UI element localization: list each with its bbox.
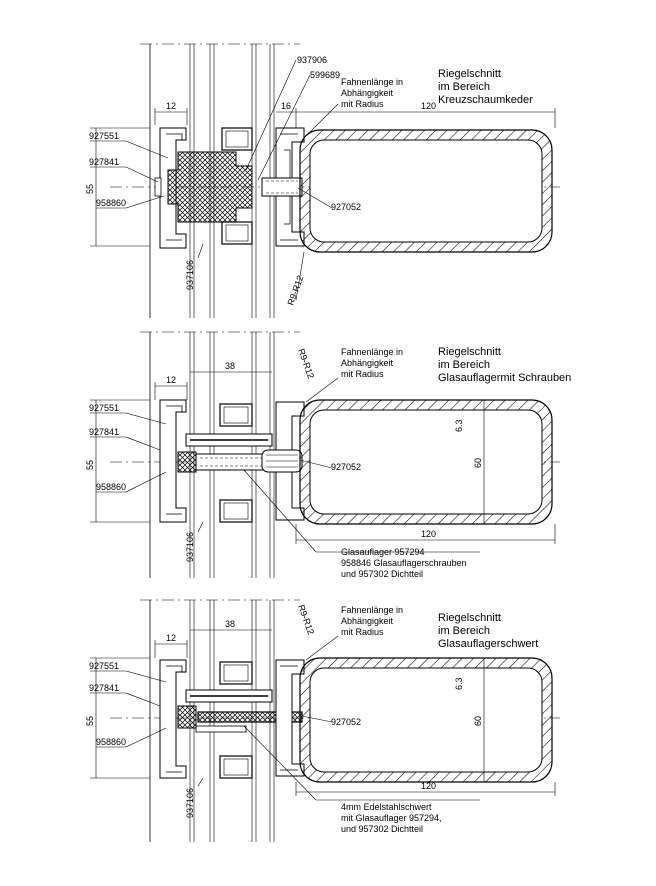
transom-profile <box>299 129 553 253</box>
callout-line-2: 958846 Glasauflagerschrauben <box>341 558 467 568</box>
dim-label-vertical: 60 <box>473 716 483 726</box>
dimension-lines <box>90 371 556 544</box>
dim-label: 12 <box>166 375 176 385</box>
inner-gasket <box>261 401 305 521</box>
radius-label: R9-R12 <box>285 274 305 307</box>
radius-label: R9-R12 <box>296 347 316 380</box>
title-line-1: Riegelschnitt <box>438 346 501 358</box>
dim-label-vertical: 6.3 <box>454 419 464 432</box>
part-label: 958860 <box>96 198 126 208</box>
leader-lines <box>90 377 480 553</box>
note-line-3: mit Radius <box>341 99 384 109</box>
dim-label: 38 <box>225 361 235 371</box>
part-label: 927052 <box>331 462 361 472</box>
note-line-1: Fahnenlänge in <box>341 347 403 357</box>
part-label: 927841 <box>89 427 119 437</box>
leader-lines <box>90 635 480 801</box>
cross-foam-gasket <box>167 151 253 223</box>
glass-spacers <box>219 403 253 523</box>
title-line-3: Glasauflagermit Schrauben <box>438 372 571 384</box>
title-line-2: im Bereich <box>438 625 490 637</box>
pressure-plate <box>159 659 187 779</box>
dim-label-vertical: 55 <box>85 460 95 470</box>
dim-label: 120 <box>421 781 436 791</box>
part-label: 958860 <box>96 737 126 747</box>
part-label-vertical: 937106 <box>185 788 195 818</box>
title-line-2: im Bereich <box>438 81 490 93</box>
dim-label: 16 <box>281 101 291 111</box>
dim-label-vertical: 55 <box>85 716 95 726</box>
dim-label: 120 <box>421 529 436 539</box>
part-label: 937906 <box>297 55 327 65</box>
part-label: 927841 <box>89 157 119 167</box>
part-label: 927551 <box>89 403 119 413</box>
title-line-3: Kreuzschaumkeder <box>438 94 533 106</box>
gasket <box>177 451 197 473</box>
leader-lines <box>90 59 339 301</box>
title-line-2: im Bereich <box>438 359 490 371</box>
dim-label-vertical: 60 <box>473 458 483 468</box>
dim-label-vertical: 55 <box>85 184 95 194</box>
inner-gasket <box>275 659 305 777</box>
radius-label: R9-R12 <box>296 603 316 636</box>
glass-spacers <box>219 661 253 779</box>
title-line-1: Riegelschnitt <box>438 612 501 624</box>
note-line-1: Fahnenlänge in <box>341 77 403 87</box>
dim-label: 38 <box>225 619 235 629</box>
callout-line-2: mit Glasauflager 957294, <box>341 813 442 823</box>
part-label: 927052 <box>331 202 361 212</box>
callout-line-1: 4mm Edelstahlschwert <box>341 802 432 812</box>
note-line-2: Abhängigkeit <box>341 616 394 626</box>
callout-line-1: Glasauflager 957294 <box>341 547 425 557</box>
gasket <box>177 705 197 729</box>
callout-line-3: und 957302 Dichtteil <box>341 824 423 834</box>
part-label: 927841 <box>89 683 119 693</box>
note-line-1: Fahnenlänge in <box>341 605 403 615</box>
part-label: 927551 <box>89 661 119 671</box>
dim-label: 12 <box>166 633 176 643</box>
part-label: 958860 <box>96 482 126 492</box>
part-label: 927551 <box>89 131 119 141</box>
section-1: Riegelschnitt im Bereich Kreuzschaumkede… <box>85 43 560 318</box>
note-line-3: mit Radius <box>341 369 384 379</box>
labels: Riegelschnitt im Bereich Glasauflagermit… <box>85 346 571 579</box>
title-line-3: Glasauflagerschwert <box>438 638 538 650</box>
dim-label-vertical: 6.3 <box>454 677 464 690</box>
part-label: 927052 <box>331 717 361 727</box>
dimension-lines <box>90 108 556 247</box>
callout-line-3: und 957302 Dichtteil <box>341 569 423 579</box>
dimension-lines <box>90 629 556 796</box>
part-label-vertical: 937106 <box>185 260 195 290</box>
pressure-plate <box>159 399 187 523</box>
part-label: 599689 <box>310 70 340 80</box>
note-line-2: Abhängigkeit <box>341 358 394 368</box>
dim-label: 12 <box>166 101 176 111</box>
section-3: Riegelschnitt im Bereich Glasauflagersch… <box>85 599 560 842</box>
part-label-vertical: 937106 <box>185 532 195 562</box>
title-line-1: Riegelschnitt <box>438 68 501 80</box>
glass-support <box>185 433 277 471</box>
dim-label: 120 <box>421 101 436 111</box>
glass-spacers <box>221 127 253 245</box>
section-2: Riegelschnitt im Bereich Glasauflagermit… <box>85 331 571 579</box>
note-line-3: mit Radius <box>341 627 384 637</box>
note-line-2: Abhängigkeit <box>341 88 394 98</box>
